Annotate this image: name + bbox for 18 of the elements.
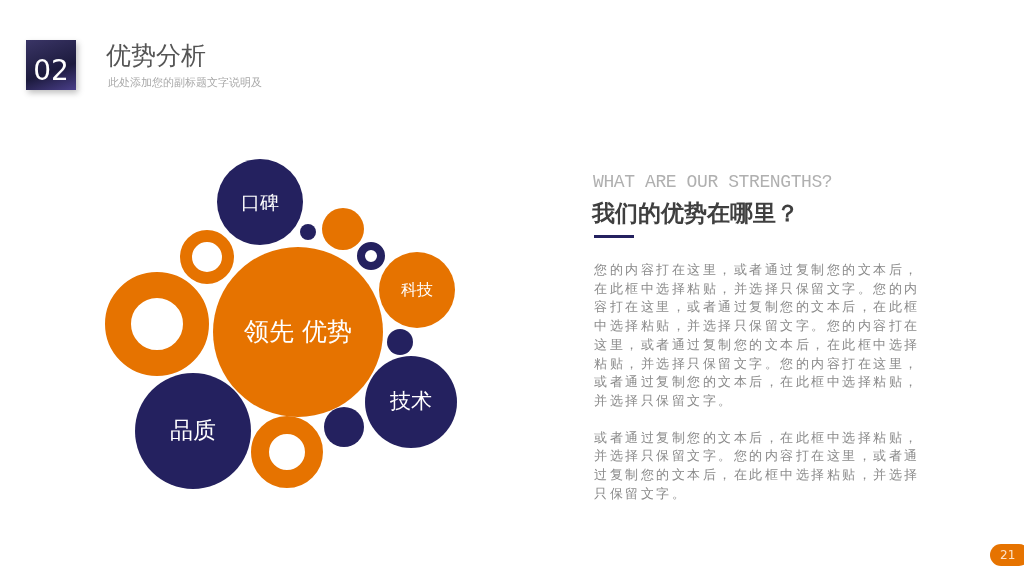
number-badge: 02 xyxy=(26,40,76,90)
bubble: 口碑 xyxy=(217,159,303,245)
circle xyxy=(322,208,364,250)
circle xyxy=(324,407,364,447)
bubble: 领先 优势 xyxy=(213,247,383,417)
bubble: 技术 xyxy=(365,356,457,448)
subtitle: 此处添加您的副标题文字说明及 xyxy=(108,75,262,90)
bubble: 科技 xyxy=(379,252,455,328)
body-paragraph: 或者通过复制您的文本后，在此框中选择粘贴，并选择只保留文字。您的内容打在这里，或者通过复制您的文本后，在此框中选择粘贴，并选择只保留文字。 xyxy=(594,428,920,503)
section-caption: WHAT ARE OUR STRENGTHS? xyxy=(593,172,833,192)
circle xyxy=(387,329,413,355)
circle xyxy=(300,224,316,240)
ring xyxy=(251,416,323,488)
section-heading: 我们的优势在哪里？ xyxy=(592,198,799,228)
slide-title: 优势分析 xyxy=(106,40,206,72)
page-number: 21 xyxy=(990,544,1024,566)
bubble: 品质 xyxy=(135,373,251,489)
body-paragraph: 您的内容打在这里，或者通过复制您的文本后，在此框中选择粘贴，并选择只保留文字。您的内容打在这里，或者通过复制您的文本后，在此框中选择粘贴，并选择只保留文字。您的内容打在这里，或者通过复制您的文本后，在此框中选择粘贴，并选择只保留文字。您的内容打在这里，或者通过复制您的文本后，在此框中选择粘贴，并选择只保留文字。 xyxy=(594,261,920,410)
